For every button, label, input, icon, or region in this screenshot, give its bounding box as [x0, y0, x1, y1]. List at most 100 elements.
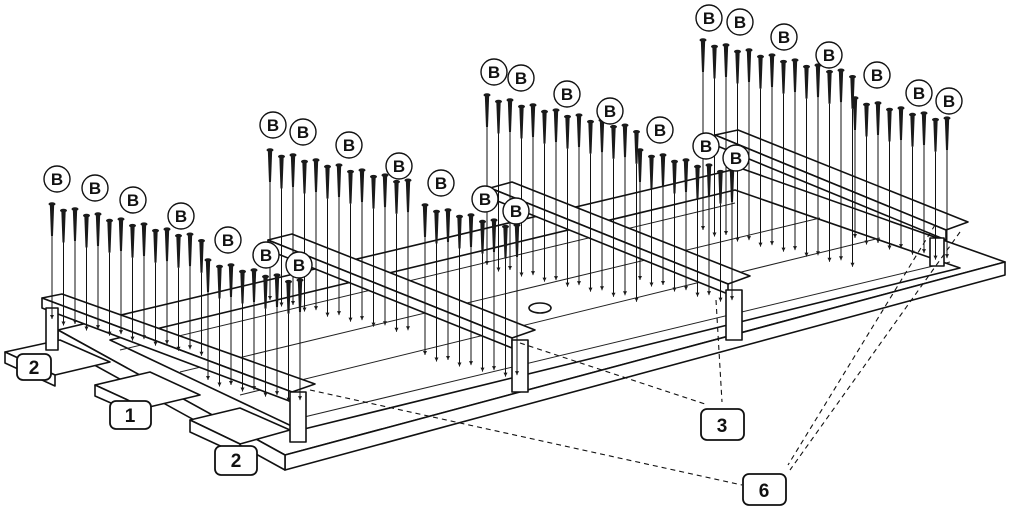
crossbeam-leg [929, 237, 945, 267]
screw [250, 268, 258, 391]
screw [347, 169, 354, 322]
crossbeam-leg [725, 289, 743, 341]
screw-callout-label: B [293, 256, 305, 275]
screw [791, 58, 799, 251]
screw-callout: B [722, 144, 750, 172]
panel-hole [528, 302, 552, 314]
screw-callout: B [252, 241, 280, 269]
screw [117, 217, 125, 335]
inner-edge-line [299, 261, 951, 419]
screw [198, 238, 205, 356]
screw [467, 213, 475, 366]
screw [711, 44, 718, 237]
screw [826, 69, 833, 262]
screw-callout-label: B [604, 102, 616, 121]
screw [421, 203, 429, 355]
screw [648, 154, 655, 287]
screw-callout: B [502, 197, 530, 225]
screw [682, 158, 690, 291]
screw-callout-label: B [297, 123, 309, 142]
screw-callout-label: B [175, 207, 187, 226]
screw [296, 278, 304, 401]
screw-callout-label: B [943, 92, 955, 111]
part-number: 1 [125, 406, 136, 427]
part-label-3: 3 [700, 408, 745, 441]
leader-6 [787, 224, 936, 466]
screw-callout-label: B [654, 121, 666, 140]
screw [814, 63, 822, 256]
screw [659, 153, 667, 286]
screw-callout-label: B [823, 46, 835, 65]
screw [273, 273, 281, 396]
screw-callout: B [167, 202, 195, 230]
screws [48, 38, 951, 402]
screw [932, 117, 939, 260]
screw [803, 64, 810, 257]
screw-callout: B [385, 152, 413, 180]
screw [140, 222, 148, 340]
screw [671, 159, 678, 292]
screw-callout: B [815, 41, 843, 69]
screw-callout: B [646, 116, 674, 144]
screw [83, 213, 90, 331]
leader-lines [309, 224, 961, 486]
screw-callout: B [553, 80, 581, 108]
crossbeam-leg [511, 339, 529, 393]
screw [863, 102, 870, 245]
screw-callout-label: B [703, 9, 715, 28]
screw [694, 164, 701, 297]
leader-6 [309, 389, 743, 486]
screw [129, 223, 136, 341]
screw [920, 111, 928, 254]
screw-callout-label: B [734, 13, 746, 32]
screw [444, 208, 452, 361]
part-number: 3 [717, 416, 728, 437]
screw [943, 116, 951, 259]
screw-callout: B [335, 131, 363, 159]
screw-callout: B [863, 61, 891, 89]
screw [610, 124, 617, 297]
screw [216, 264, 223, 387]
screw [175, 233, 182, 351]
screw-callout: B [119, 186, 147, 214]
screw [479, 219, 486, 372]
screw [495, 99, 502, 272]
screw [358, 168, 366, 321]
screw [335, 163, 343, 316]
part-number: 6 [759, 481, 770, 502]
screw [186, 232, 194, 350]
screw [529, 103, 537, 276]
slat-line [179, 217, 821, 373]
screw [71, 207, 79, 325]
screw [909, 112, 916, 255]
screw-callout-label: B [89, 179, 101, 198]
screw-callout: B [214, 226, 242, 254]
screw [60, 208, 67, 326]
screw [285, 279, 292, 402]
screw [717, 169, 724, 302]
screw [780, 59, 787, 252]
screw-callout: B [692, 132, 720, 160]
screw [94, 212, 102, 330]
leader-3 [715, 299, 723, 403]
screw [381, 173, 389, 326]
inner-edge-line [119, 202, 736, 351]
screw [897, 106, 905, 249]
screw-callout-label: B [222, 231, 234, 250]
screw-callout: B [427, 169, 455, 197]
screw [163, 227, 171, 345]
screw-callout: B [259, 111, 287, 139]
screw-callout-label: B [515, 69, 527, 88]
screw-callout-label: B [267, 116, 279, 135]
screw [106, 218, 113, 336]
screw [502, 224, 509, 377]
part-number: 2 [29, 358, 40, 379]
screw [541, 109, 548, 282]
screw [278, 154, 285, 307]
screw [204, 258, 212, 380]
part-number: 2 [231, 451, 242, 472]
screw-callout-label: B [700, 137, 712, 156]
screw-callout: B [905, 79, 933, 107]
